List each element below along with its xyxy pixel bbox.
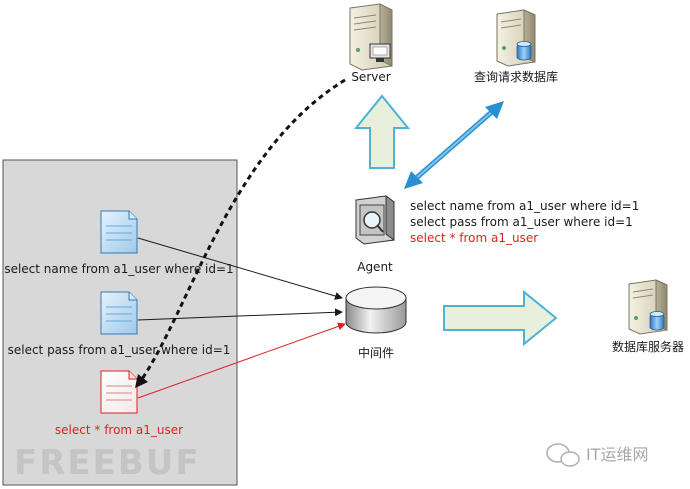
- middleware-cylinder-icon: [345, 286, 407, 334]
- wechat-watermark-icon: [546, 443, 580, 467]
- flow-arrow-client2: [137, 308, 343, 321]
- watermark-it-yunwei: IT运维网: [586, 445, 649, 464]
- middleware-label: 中间件: [358, 345, 394, 360]
- upload-block-arrow: [353, 94, 411, 169]
- server-label: Server: [351, 70, 390, 84]
- query-db-server-icon: [496, 9, 536, 67]
- agent-query-2: select pass from a1_user where id=1: [410, 215, 633, 229]
- client-label-1: select name from a1_user where id=1: [4, 262, 233, 276]
- agent-query-1: select name from a1_user where id=1: [410, 199, 639, 213]
- flow-arrow-client3: [137, 322, 346, 399]
- client-label-2: select pass from a1_user where id=1: [8, 343, 231, 357]
- flow-arrow-client1: [137, 237, 343, 300]
- return-dashed-arrow: [138, 78, 346, 383]
- return-arrow-head: [135, 374, 148, 388]
- db-server-label: 数据库服务器: [612, 339, 684, 354]
- agent-label: Agent: [357, 260, 393, 274]
- client-label-3: select * from a1_user: [55, 423, 183, 437]
- sync-double-arrow: [404, 101, 504, 189]
- watermark-freebuf: FREEBUF: [14, 443, 201, 483]
- client-doc-3-icon: [100, 370, 138, 414]
- forward-block-arrow: [443, 289, 558, 347]
- query-db-label: 查询请求数据库: [474, 69, 558, 84]
- client-doc-2-icon: [100, 291, 138, 335]
- agent-query-3: select * from a1_user: [410, 231, 538, 245]
- db-server-icon: [628, 279, 668, 335]
- server-icon: [349, 3, 393, 71]
- client-doc-1-icon: [100, 210, 138, 254]
- agent-icon: [355, 195, 395, 245]
